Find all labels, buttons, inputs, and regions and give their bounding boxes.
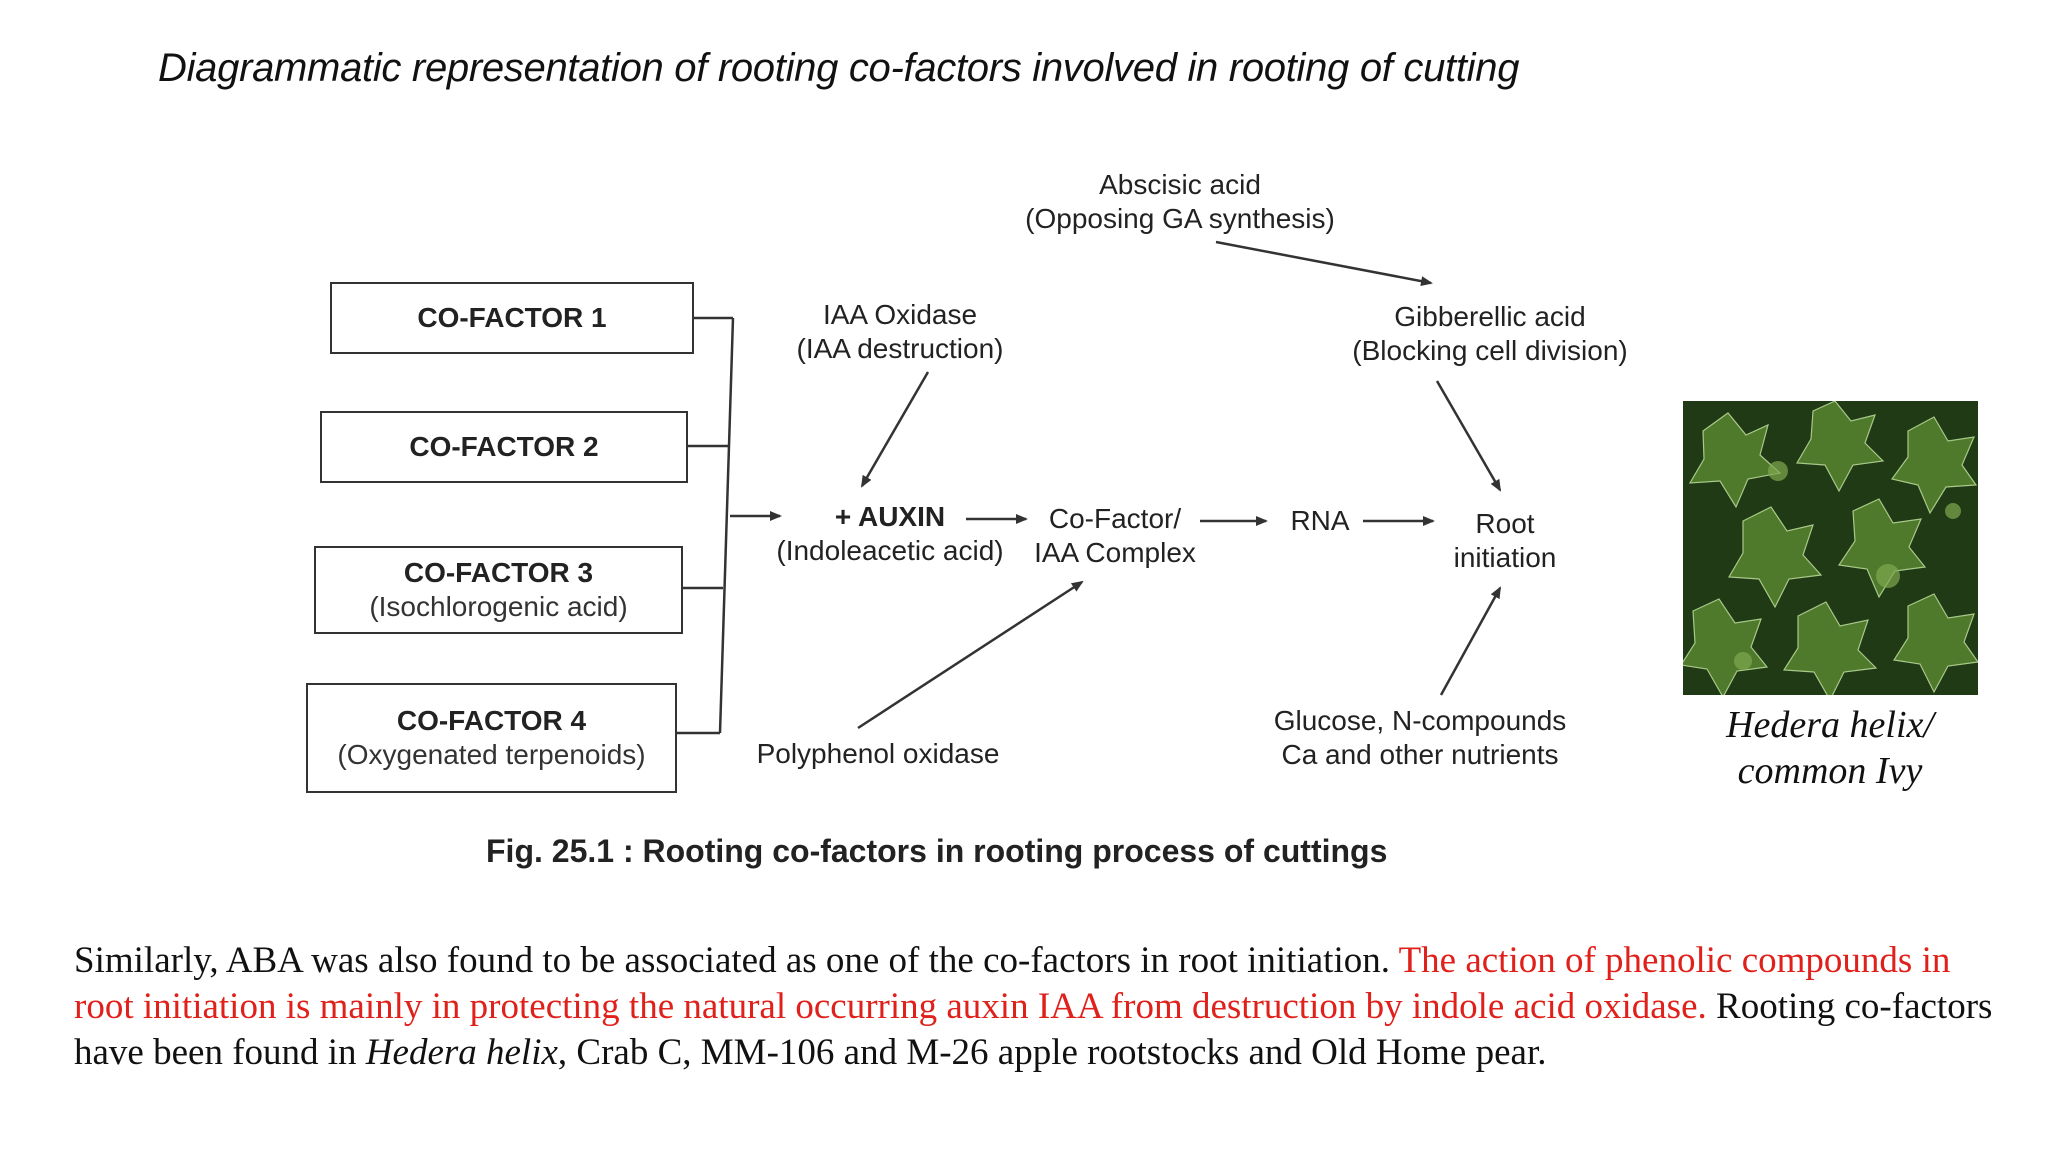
polyphenol-oxidase-label: Polyphenol oxidase: [756, 738, 1000, 769]
cofactor-2-label: CO-FACTOR 2: [409, 431, 599, 462]
cofactor-4-label: CO-FACTOR 4: [396, 705, 587, 736]
figure-caption: Fig. 25.1 : Rooting co-factors in rootin…: [486, 833, 1388, 869]
cofactor-4-note: (Oxygenated terpenoids): [337, 739, 646, 770]
body-text-species: Hedera helix: [365, 1032, 558, 1073]
slide-title: Diagrammatic representation of rooting c…: [158, 46, 1520, 90]
cofactor-3-note: (Isochlorogenic acid): [369, 591, 628, 622]
body-text-highlight: The action of phenolic compounds in root…: [74, 940, 1951, 1027]
abscisic-acid-label: Abscisic acid (Opposing GA synthesis): [1025, 169, 1335, 234]
ivy-caption: Hedera helix/ common Ivy: [1726, 704, 1934, 792]
body-text-intro: Similarly, ABA was also found to be asso…: [74, 940, 1399, 981]
body-paragraph: Similarly, ABA was also found to be asso…: [74, 938, 1994, 1076]
body-text-continued: Rooting co-factors have been found in: [74, 986, 1993, 1073]
body-text-end: , Crab C, MM-106 and M-26 apple rootstoc…: [557, 1032, 1547, 1073]
complex-label: Co-Factor/ IAA Complex: [1034, 503, 1196, 568]
cofactor-1-label: CO-FACTOR 1: [417, 302, 607, 333]
ivy-leaves-image: [1683, 401, 1978, 695]
gibberellic-acid-label: Gibberellic acid (Blocking cell division…: [1352, 301, 1628, 366]
cofactor-3-box: CO-FACTOR 3 (Isochlorogenic acid): [314, 546, 683, 634]
cofactor-2-box: CO-FACTOR 2: [320, 411, 688, 483]
cofactor-1-box: CO-FACTOR 1: [330, 282, 694, 354]
rna-label: RNA: [1290, 505, 1350, 536]
nutrients-label: Glucose, N-compounds Ca and other nutrie…: [1273, 705, 1567, 770]
cofactor-3-label: CO-FACTOR 3: [403, 557, 594, 588]
auxin-label: + AUXIN (Indoleacetic acid): [776, 501, 1004, 566]
cofactor-4-box: CO-FACTOR 4 (Oxygenated terpenoids): [306, 683, 677, 793]
iaa-oxidase-label: IAA Oxidase (IAA destruction): [796, 299, 1004, 364]
root-initiation-label: Root initiation: [1453, 508, 1557, 573]
